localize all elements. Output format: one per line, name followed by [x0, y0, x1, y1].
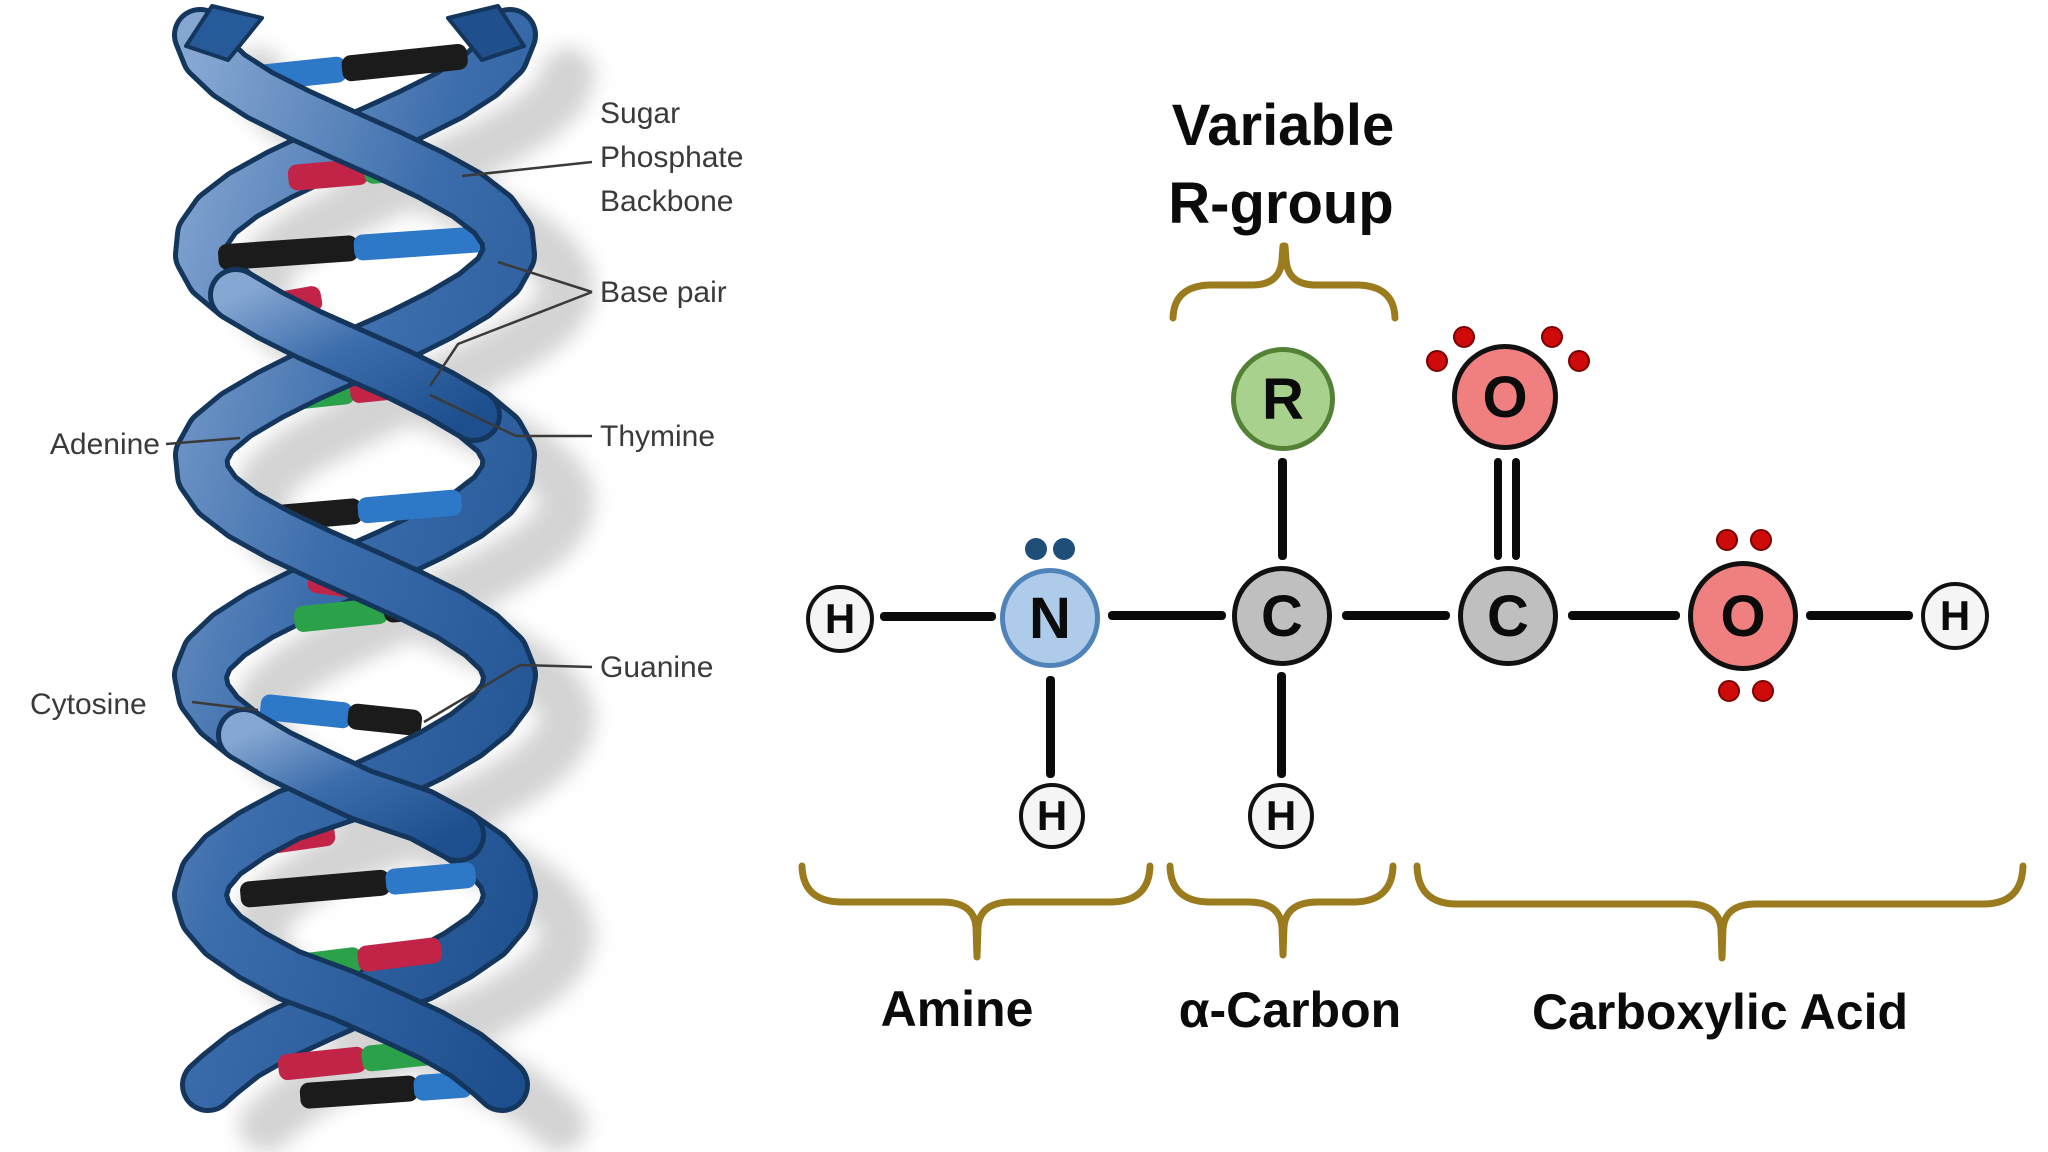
backbone-label-line1: Sugar [600, 97, 681, 130]
hydroxyl-oxygen-lone-pair-dot [1752, 680, 1774, 702]
alpha-carbon-brace [1166, 862, 1397, 959]
atom-hydroxyl-oxygen: O [1688, 561, 1798, 671]
bond-alpha-carbon-carboxyl-carbon [1342, 611, 1450, 620]
amine-brace [798, 862, 1154, 961]
variable-r-group-title-line1: Variable [1171, 93, 1395, 158]
atom-carbonyl-oxygen: O [1452, 344, 1558, 450]
backbone-label-line2: Phosphate [600, 141, 744, 174]
carboxylic-acid-group-label: Carboxylic Acid [1531, 984, 1909, 1040]
adenine-leader-line [165, 436, 241, 446]
thymine-leader-line [429, 393, 592, 438]
backbone-label-line3: Backbone [600, 185, 734, 218]
carbonyl-oxygen-lone-pair-dot [1426, 350, 1448, 372]
atom-r-group: R [1231, 347, 1335, 451]
bond-alpha-carbon-h-bottom [1277, 672, 1286, 778]
variable-r-group-title-line2: R-group [1168, 171, 1394, 236]
sugar-phosphate-backbone-label: Sugar Phosphate Backbone [600, 92, 743, 224]
atom-alpha-carbon: C [1232, 566, 1332, 666]
carbonyl-oxygen-lone-pair-dot [1541, 326, 1563, 348]
bond-h-n [880, 612, 996, 621]
r-group-brace [1169, 242, 1399, 322]
cytosine-leader-line [191, 700, 259, 712]
dna-helix-illustration [165, 4, 597, 1152]
atom-h-hydroxyl: H [1921, 582, 1989, 650]
amine-group-label: Amine [880, 981, 1034, 1037]
base-pair-rung [218, 226, 492, 270]
helix-crossover-segments [208, 267, 502, 863]
carbonyl-oxygen-lone-pair-dot [1453, 326, 1475, 348]
helix-front-strand [172, 7, 538, 1113]
double-bond-c-o-right [1512, 458, 1520, 560]
base-pair-leader-line [428, 290, 593, 387]
atom-carboxyl-carbon: C [1458, 566, 1558, 666]
atom-h-alpha-bottom: H [1248, 783, 1314, 849]
carbonyl-oxygen-lone-pair-dot [1568, 350, 1590, 372]
bond-r-alpha-carbon [1278, 458, 1287, 560]
nitrogen-lone-pair-dot [1053, 538, 1075, 560]
hydroxyl-oxygen-lone-pair-dot [1718, 680, 1740, 702]
base-pair-label: Base pair [600, 276, 727, 309]
backbone-leader-line [461, 160, 593, 178]
hydroxyl-oxygen-lone-pair-dot [1750, 529, 1772, 551]
adenine-label: Adenine [49, 428, 160, 461]
base-pair-rung [240, 862, 476, 908]
base-pair-rung [259, 694, 423, 736]
cytosine-label: Cytosine [30, 688, 147, 721]
bond-n-alpha-carbon [1108, 611, 1226, 620]
nitrogen-lone-pair-dot [1025, 538, 1047, 560]
bond-n-h-bottom [1046, 676, 1055, 778]
bond-carboxyl-carbon-oxygen [1568, 611, 1680, 620]
atom-h-amine-left: H [806, 585, 874, 653]
thymine-label: Thymine [600, 420, 716, 453]
carboxylic-acid-brace [1413, 862, 2027, 962]
atom-nitrogen: N [1000, 568, 1100, 668]
guanine-leader-line [423, 663, 593, 724]
alpha-carbon-group-label: α-Carbon [1178, 982, 1402, 1038]
helix-top-folds [184, 4, 526, 62]
double-bond-c-o-left [1494, 458, 1502, 560]
hydroxyl-oxygen-lone-pair-dot [1716, 529, 1738, 551]
bond-oxygen-h [1806, 611, 1913, 620]
base-pair-leader-line [497, 260, 593, 294]
label-leader-lines [165, 160, 593, 724]
atom-h-amine-bottom: H [1019, 783, 1085, 849]
guanine-label: Guanine [600, 651, 714, 684]
